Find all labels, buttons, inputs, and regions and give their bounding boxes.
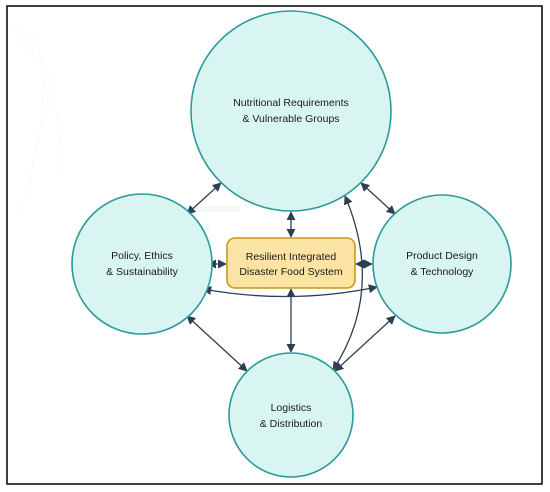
node-policy-label-line2: & Sustainability	[106, 266, 179, 278]
node-logistics-circle	[228, 352, 354, 478]
edge-policy-logistics	[186, 315, 248, 372]
edge-policy-product	[202, 284, 378, 298]
node-policy[interactable]: Policy, Ethics & Sustainability	[71, 193, 213, 335]
node-nutrition-circle	[190, 10, 392, 212]
node-logistics[interactable]: Logistics & Distribution	[228, 352, 354, 478]
node-policy-circle	[71, 193, 213, 335]
node-product-label-line1: Product Design	[406, 250, 478, 262]
node-product-label-line2: & Technology	[411, 266, 475, 278]
node-logistics-label-line1: Logistics	[271, 402, 312, 414]
node-nutrition-label-line2: & Vulnerable Groups	[242, 113, 339, 125]
edge-nutrition-product	[360, 182, 396, 215]
edge-nutrition-policy	[186, 182, 222, 215]
node-product-circle	[372, 194, 512, 334]
edge-nutrition-logistics	[332, 195, 364, 371]
node-center-label-line2: Disaster Food System	[239, 266, 343, 278]
node-nutrition[interactable]: Nutritional Requirements & Vulnerable Gr…	[190, 10, 392, 212]
node-product[interactable]: Product Design & Technology	[372, 194, 512, 334]
node-policy-label-line1: Policy, Ethics	[111, 250, 173, 262]
node-center-label-line1: Resilient Integrated	[246, 251, 337, 263]
edge-group	[186, 182, 396, 372]
node-center-box	[226, 237, 356, 289]
node-logistics-label-line2: & Distribution	[260, 418, 323, 430]
node-nutrition-label-line1: Nutritional Requirements	[233, 97, 349, 109]
node-center[interactable]: Resilient Integrated Disaster Food Syste…	[226, 237, 356, 289]
